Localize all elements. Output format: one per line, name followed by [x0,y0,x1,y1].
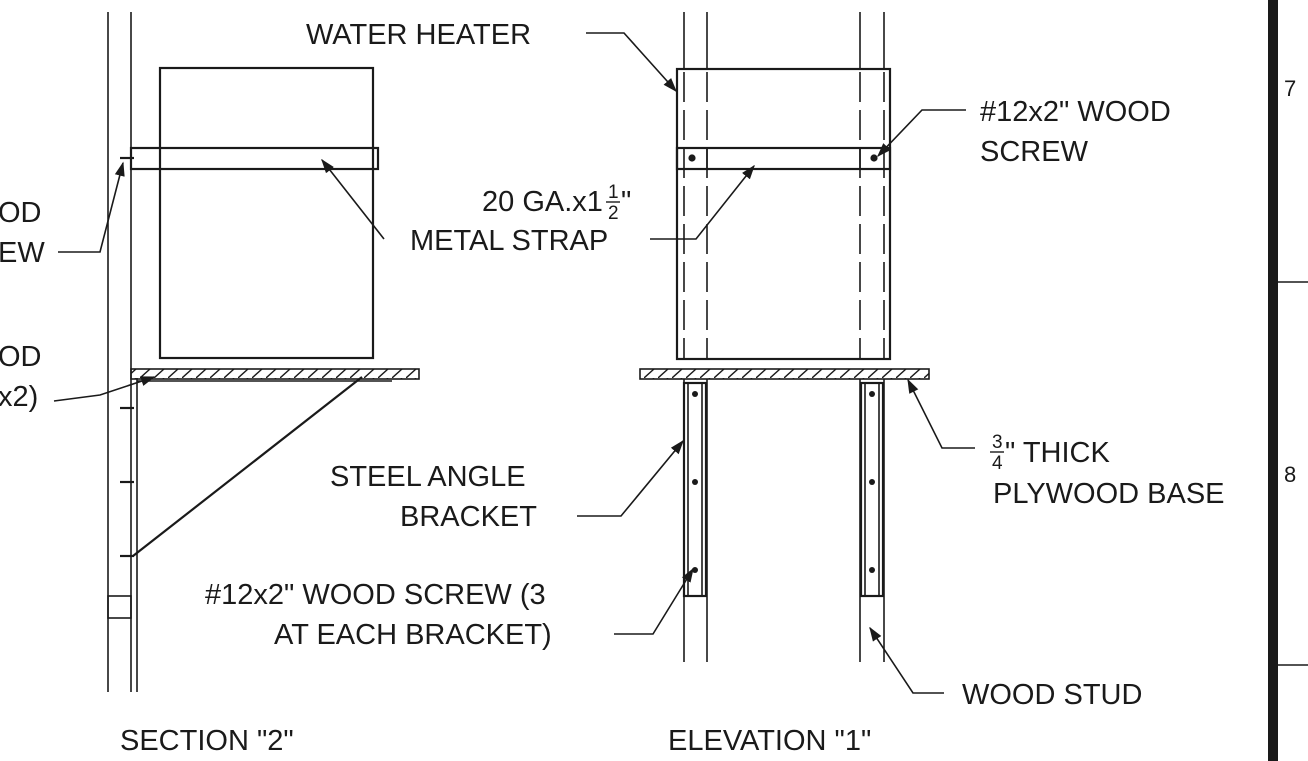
border-row-8: 8 [1284,462,1296,487]
plywood-base-section [130,368,420,380]
angle-bracket-right-inner [864,382,880,597]
strap-screw-dot [688,154,696,162]
bracket-screw-label-line2: AT EACH BRACKET) [274,619,552,651]
ply-label-line2: PLYWOOD BASE [993,478,1225,510]
screw-label-line1: #12x2" WOOD [980,96,1171,128]
ply-fraction-numerator: 3 [992,432,1003,453]
bracket-screw-dot [869,479,875,485]
border-row-7: 7 [1284,76,1296,101]
metal-strap-leader-section [321,158,385,240]
screw-label-line2: SCREW [980,136,1089,168]
wood-leader [53,376,156,402]
wood-stud-leader [869,626,944,694]
angle-label-line1: STEEL ANGLE [330,461,526,493]
bracket-screw-label-line1: #12x2" WOOD SCREW (3 [205,579,546,611]
water-heater-label: WATER HEATER [306,19,531,51]
strap-label-line2: METAL STRAP [410,225,608,257]
strap-inch-mark: " [621,186,631,218]
ply-label-line1: " THICK [1005,437,1110,469]
elevation-title: ELEVATION "1" [668,725,871,757]
sheet-border: 7 8 [1268,0,1308,761]
wood-stud-label: WOOD STUD [962,679,1142,711]
screw-leader [877,109,966,158]
ply-fraction-denominator: 4 [992,453,1003,474]
strap-screw-dot [870,154,878,162]
bracket-screw-leader [614,567,694,635]
water-heater-elevation [675,67,892,361]
section-view: OD EW OD x2) SECTION "2" [0,12,420,757]
strap-fraction-denominator: 2 [608,203,619,224]
bracket-screw-dot [692,479,698,485]
angle-label-line2: BRACKET [400,501,537,533]
water-heater-leader [586,32,677,93]
metal-strap-leader-elevation [650,164,755,240]
plywood-leader [907,378,975,449]
water-heater-section [158,66,375,360]
bracket-screw-dot [869,391,875,397]
strap-fraction-numerator: 1 [608,182,619,203]
border-bar [1268,0,1278,761]
elevation-view: WATER HEATER #12x2" WOOD SCREW 20 GA.x1 … [205,12,1225,757]
strap-label-line1: 20 GA.x1 [482,186,603,218]
wood-screw-label-line2: EW [0,237,45,269]
wood-label-line1: OD [0,341,42,373]
wood-label-line2: x2) [0,381,38,413]
angle-bracket-left-inner [687,382,703,597]
bracket-screw-dot [692,391,698,397]
steel-angle-leader [577,439,684,517]
metal-strap-section [129,146,380,171]
wood-screw-leader [58,161,125,253]
section-title: SECTION "2" [120,725,294,757]
metal-strap-elevation [675,146,892,171]
bracket-brace [132,376,363,557]
blocking [107,595,132,619]
bracket-screw-dot [869,567,875,573]
plywood-base-elevation [639,368,930,380]
wood-screw-label-line1: OD [0,197,42,229]
